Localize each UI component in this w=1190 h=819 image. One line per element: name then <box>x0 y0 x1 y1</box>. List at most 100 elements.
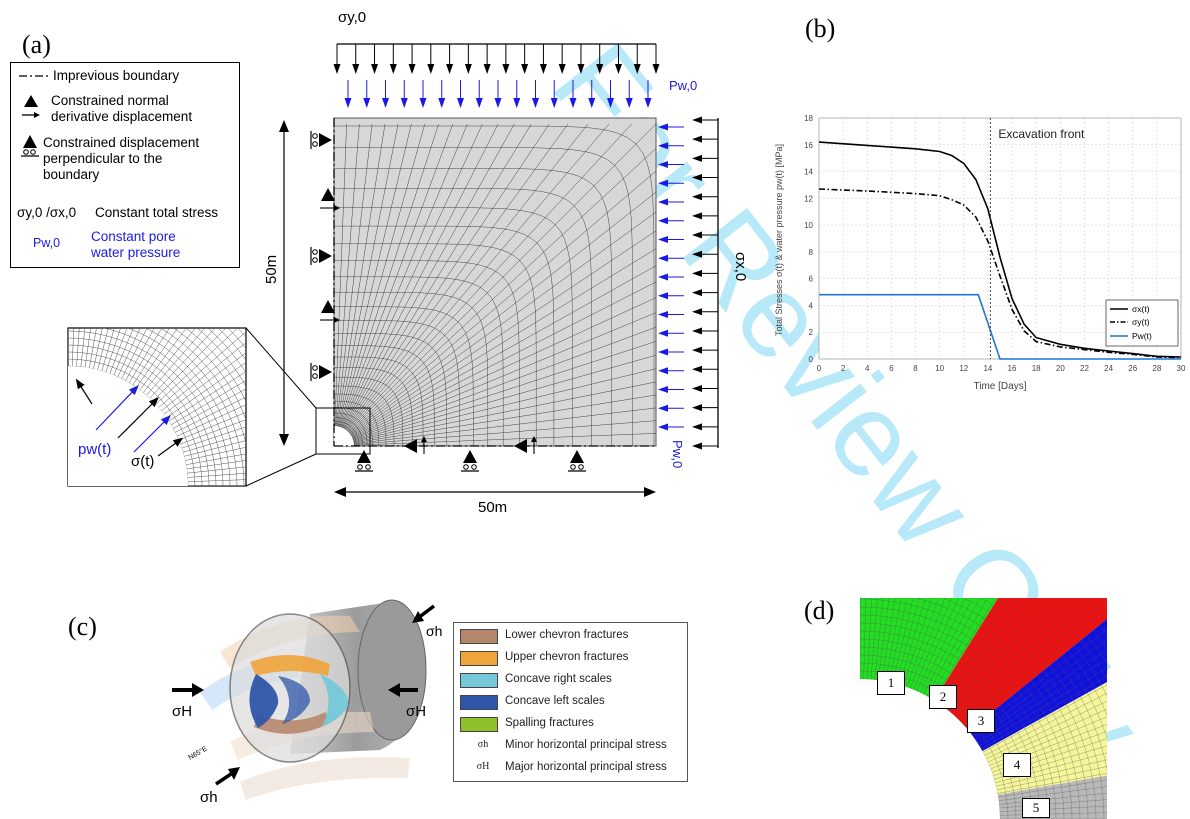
legend-constrained-normal-1: Constrained normal <box>51 93 169 108</box>
arrow-icon <box>389 64 397 74</box>
mesh-line <box>334 417 363 446</box>
mesh-line <box>860 598 1107 819</box>
legend-pw-symbol: Pw,0 <box>33 236 61 250</box>
mesh-line <box>353 368 656 442</box>
mesh-line <box>184 440 246 457</box>
mesh-line <box>102 328 231 486</box>
arrow-icon <box>692 384 702 392</box>
x-tick-label: 12 <box>959 364 968 373</box>
mesh-line <box>171 380 246 425</box>
arrow-icon <box>494 98 502 108</box>
arrow-icon <box>596 64 604 74</box>
arrow-icon <box>633 64 641 74</box>
upper-chevron-region <box>250 654 330 676</box>
mesh-line <box>158 331 246 408</box>
tunnel-far-end <box>357 599 427 741</box>
arrow-icon <box>658 217 668 225</box>
arrow-icon <box>692 135 702 143</box>
x-tick-label: 10 <box>935 364 944 373</box>
zoom-box <box>315 407 371 455</box>
mesh-line <box>353 433 656 446</box>
mesh-line <box>335 123 360 427</box>
top-pore-pressure-arrows <box>344 80 652 108</box>
arrow-icon <box>558 64 566 74</box>
mesh-line <box>860 606 1073 819</box>
zoom-leader <box>245 327 317 409</box>
mesh-line <box>334 260 520 446</box>
inset-arrow <box>133 417 169 453</box>
mesh-line <box>334 123 347 427</box>
mesh-line <box>352 326 656 440</box>
roller-support-icon <box>310 131 332 149</box>
x-tick-label: 14 <box>983 364 992 373</box>
concave-left-region <box>278 676 310 724</box>
mesh-line <box>336 123 386 427</box>
mesh-domain <box>333 117 657 447</box>
roller-support-icon <box>310 363 332 381</box>
mesh-line <box>350 248 656 436</box>
mesh-line <box>161 342 246 411</box>
pw0-top-label: Pw,0 <box>669 78 697 93</box>
x-tick-label: 24 <box>1104 364 1113 373</box>
y-tick-label: 10 <box>804 221 813 230</box>
arrow-icon <box>607 98 614 108</box>
tunnel-opening <box>334 426 354 446</box>
arrow-icon <box>539 64 547 74</box>
mesh-line <box>146 328 206 396</box>
arrow-icon <box>658 179 668 187</box>
series-line-1 <box>818 188 1182 359</box>
mesh-line <box>347 123 656 433</box>
mesh-line <box>187 479 246 482</box>
x-tick-label: 26 <box>1128 364 1137 373</box>
mesh-line <box>334 423 357 446</box>
roller-support-icon <box>21 135 39 157</box>
legend-stress-symbol: σy,0 /σx,0 <box>17 205 77 220</box>
mesh-line <box>207 328 246 374</box>
horizontal-dimension-label: 50m <box>478 499 507 516</box>
concave-left-region <box>249 674 279 728</box>
zone-label-2: 2 <box>929 685 957 709</box>
arrow-icon <box>658 404 668 412</box>
label-spalling: Spalling fractures <box>505 717 594 729</box>
label-concave-left: Concave left scales <box>505 695 605 707</box>
sigma-H-description: Major horizontal principal stress <box>505 761 667 773</box>
mesh-line <box>336 123 373 427</box>
mesh-line <box>860 638 1041 819</box>
sigma-H-left-label: σH <box>172 703 192 720</box>
mesh-line <box>343 123 515 429</box>
panel-label-a: (a) <box>22 30 51 59</box>
mesh-line <box>334 291 489 446</box>
normal-constraint-icon <box>320 300 340 323</box>
mesh-line <box>860 598 1105 819</box>
zone-2 <box>860 598 1107 819</box>
zone-label-5: 5 <box>1022 798 1050 818</box>
arrow-icon <box>692 193 702 201</box>
mesh-line <box>334 385 395 446</box>
mesh-line <box>860 598 1081 819</box>
dim-arrow-icon <box>279 434 289 446</box>
mesh-line <box>121 328 148 379</box>
arrow-icon <box>128 385 139 396</box>
mesh-line <box>93 328 103 369</box>
right-total-stress-arrows <box>692 116 719 450</box>
legend-pw-label-2: water pressure <box>91 245 181 260</box>
normal-constraint-icon <box>404 436 427 454</box>
swatch-concave-left <box>460 695 498 710</box>
arrow-icon <box>172 437 184 447</box>
mesh-line <box>185 328 246 403</box>
zone-label-1: 1 <box>877 671 905 695</box>
arrow-icon <box>658 311 668 318</box>
arrow-icon <box>400 98 408 108</box>
arrow-icon <box>483 64 491 74</box>
mesh-line <box>860 654 1025 819</box>
zone-4 <box>860 598 1107 819</box>
mesh-line <box>166 362 246 418</box>
mesh-line <box>334 188 592 446</box>
arrow-icon <box>658 423 668 431</box>
arrow-icon <box>692 442 702 450</box>
mesh-line <box>860 622 1057 819</box>
mesh-line <box>181 426 246 449</box>
mesh-line <box>349 170 656 434</box>
mesh-line <box>334 376 404 446</box>
mesh-line <box>349 191 656 434</box>
